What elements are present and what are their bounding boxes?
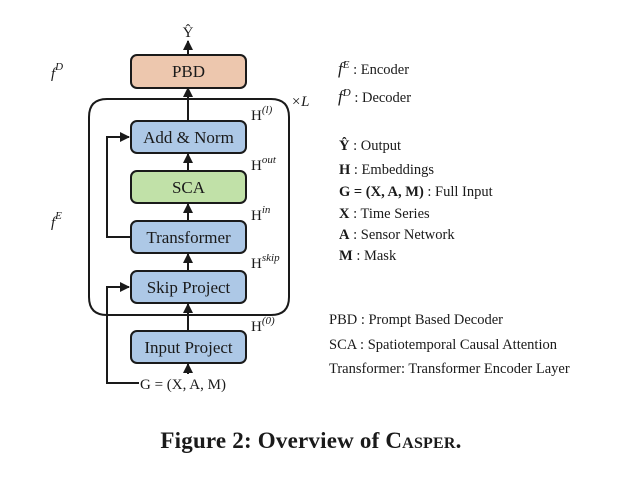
legend-time-series: X : Time Series — [339, 207, 430, 222]
skip-project-block: Skip Project — [130, 270, 247, 304]
legend-abbr: SCA — [329, 337, 357, 353]
embedding-label-in: Hin — [251, 204, 271, 224]
legend-desc: : Embeddings — [350, 162, 435, 178]
pbd-label: PBD — [172, 62, 205, 81]
encoder-layer-frame — [88, 98, 290, 316]
legend-mask: M : Mask — [339, 249, 396, 264]
legend-desc: : Output — [349, 138, 402, 154]
sca-label: SCA — [172, 178, 206, 197]
legend-symbol: H — [339, 162, 351, 178]
transformer-label: Transformer — [146, 228, 231, 247]
sca-block: SCA — [130, 170, 247, 204]
legend-full-input: G = (X, A, M) : Full Input — [339, 185, 493, 200]
legend-symbol-sup: D — [342, 87, 351, 100]
pbd-block: PBD — [130, 54, 247, 89]
legend-transformer: Transformer: Transformer Encoder Layer — [329, 362, 570, 377]
legend-symbol: G = (X, A, M) — [339, 184, 424, 200]
legend-desc: : Full Input — [423, 184, 493, 200]
legend-desc: : Prompt Based Decoder — [357, 312, 503, 328]
figure-caption: Figure 2: Overview of Casper. — [0, 428, 622, 454]
caption-model-name: Casper — [385, 428, 456, 453]
add-norm-label: Add & Norm — [143, 128, 234, 147]
input-project-block: Input Project — [130, 330, 247, 364]
decoder-function-label: fD — [51, 61, 63, 82]
input-label: G = (X, A, M) — [140, 377, 226, 393]
legend-desc: Transformer Encoder Layer — [404, 361, 570, 377]
legend-desc: : Sensor Network — [349, 227, 455, 243]
skip-project-label: Skip Project — [147, 278, 231, 297]
repeat-label: ×L — [291, 94, 309, 110]
legend-abbr: Transformer: — [329, 361, 405, 377]
legend-encoder: fE : Encoder — [338, 60, 409, 78]
output-label: Ŷ — [183, 24, 194, 41]
legend-symbol: A — [339, 227, 350, 243]
skip-connection-arrow — [106, 282, 139, 384]
legend-sca: SCA : Spatiotemporal Causal Attention — [329, 338, 557, 353]
encoder-function-label: fE — [51, 210, 62, 231]
legend-symbol: Ŷ — [339, 138, 350, 154]
legend-embeddings: H : Embeddings — [339, 163, 434, 178]
embedding-label-l: H(l) — [251, 104, 273, 124]
legend-abbr: PBD — [329, 312, 358, 328]
embedding-label-skip: Hskip — [251, 252, 280, 272]
legend-symbol-sup: E — [342, 59, 350, 72]
legend-desc: : Mask — [352, 248, 397, 264]
embedding-label-out: Hout — [251, 154, 277, 174]
legend-desc: : Encoder — [353, 62, 410, 78]
legend-symbol: X — [339, 206, 350, 222]
residual-connection-arrow — [106, 132, 131, 238]
legend-desc: : Decoder — [354, 90, 412, 106]
caption-suffix: . — [455, 428, 462, 453]
legend-desc: : Spatiotemporal Causal Attention — [356, 337, 557, 353]
legend-decoder: fD : Decoder — [338, 88, 411, 106]
legend-pbd: PBD : Prompt Based Decoder — [329, 313, 503, 328]
legend-symbol: f — [338, 87, 343, 106]
legend-desc: : Time Series — [349, 206, 430, 222]
embedding-label-0: H(0) — [251, 315, 275, 335]
legend-output: Ŷ : Output — [339, 139, 401, 154]
legend-symbol: M — [339, 248, 353, 264]
input-project-label: Input Project — [144, 338, 233, 357]
caption-prefix: Figure 2: Overview of — [160, 428, 386, 453]
add-norm-block: Add & Norm — [130, 120, 247, 154]
legend-sensor-network: A : Sensor Network — [339, 228, 455, 243]
transformer-block: Transformer — [130, 220, 247, 254]
legend-symbol: f — [338, 59, 343, 78]
